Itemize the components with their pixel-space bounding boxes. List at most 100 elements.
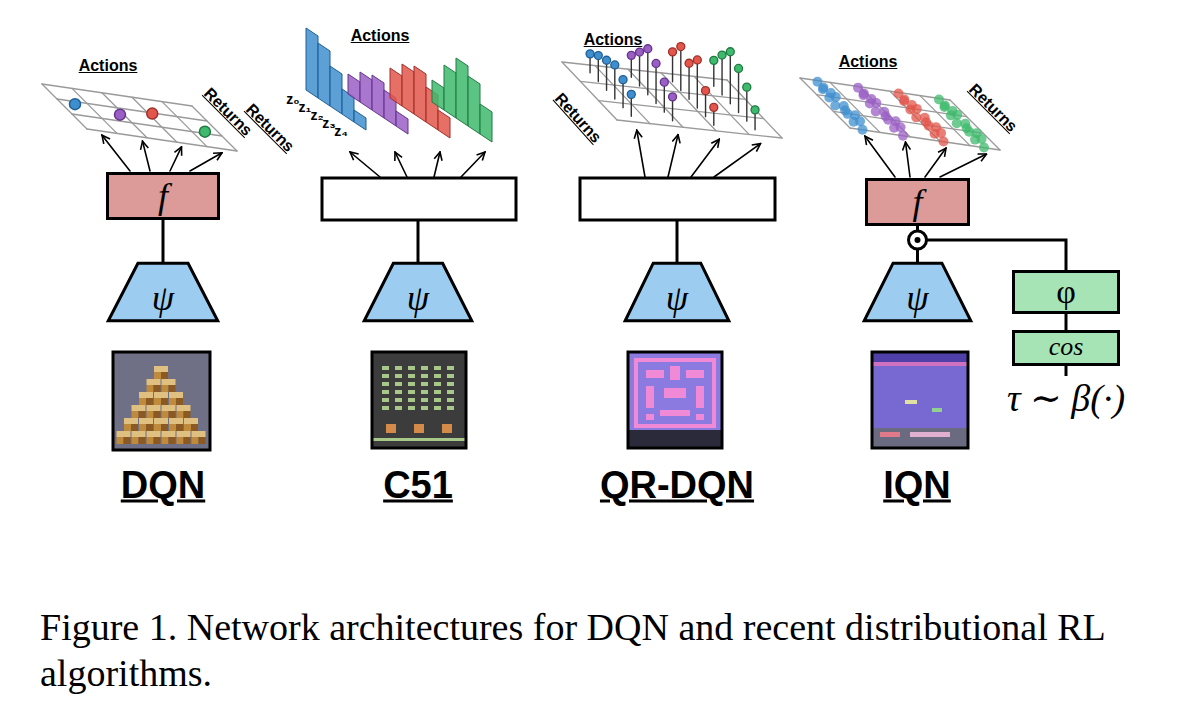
cube-side xyxy=(169,398,176,405)
cube-side xyxy=(184,424,191,431)
trapezoid-fill xyxy=(625,263,729,321)
histogram-bar xyxy=(390,68,402,106)
histogram-bar xyxy=(438,110,450,138)
sample-dot xyxy=(896,122,906,132)
cube-top xyxy=(177,431,191,437)
invader xyxy=(447,406,454,410)
bin-label: z₄ xyxy=(334,123,348,139)
grid-line xyxy=(72,88,117,133)
output-arrow xyxy=(461,152,485,177)
bunker xyxy=(414,424,424,433)
game-screen xyxy=(372,352,466,448)
maze-wall xyxy=(634,358,638,428)
cube-side xyxy=(192,437,199,444)
cube-top xyxy=(162,405,176,411)
quantile-stem xyxy=(738,68,739,112)
quantile-dot xyxy=(726,48,734,56)
invader xyxy=(421,374,428,378)
maze-wall xyxy=(696,414,704,420)
cube-top xyxy=(139,392,153,398)
sprite xyxy=(932,408,942,412)
quantile-dot xyxy=(710,56,718,64)
cube-top xyxy=(154,392,168,398)
cube-top xyxy=(162,431,176,437)
cube-side xyxy=(139,437,146,444)
output-arrow xyxy=(102,135,130,171)
encoder-trapezoid: ψ xyxy=(623,262,731,322)
quantile-dot xyxy=(735,64,743,72)
histogram-bar xyxy=(444,65,456,118)
axis-label: Actions xyxy=(839,53,898,71)
quantile-stem xyxy=(639,52,640,86)
maze-wall xyxy=(664,388,686,398)
quantile-dot xyxy=(710,103,718,111)
output-arrow xyxy=(434,152,440,177)
maze-wall xyxy=(696,386,704,408)
histogram-bar xyxy=(318,43,330,106)
status-bar xyxy=(910,432,950,437)
bin-label: z₀ xyxy=(286,91,299,107)
cube-side xyxy=(169,424,176,431)
sample-dot xyxy=(898,131,908,141)
quantile-dot xyxy=(702,87,710,95)
axis-label: Actions xyxy=(79,57,138,75)
bunker xyxy=(442,424,452,433)
grid-line xyxy=(617,120,782,138)
quantile-dot xyxy=(751,106,759,114)
encoder-trapezoid: ψ xyxy=(106,262,220,322)
maze-wall xyxy=(670,366,680,380)
grid-line xyxy=(57,99,207,121)
invader xyxy=(434,390,441,394)
cube-side xyxy=(177,411,184,418)
quantile-stem xyxy=(647,49,648,95)
output-arrow xyxy=(865,136,895,177)
invader xyxy=(447,366,454,370)
cube-side xyxy=(147,385,154,392)
function-box: f xyxy=(865,178,970,226)
trapezoid-fill xyxy=(364,263,472,321)
quantile-dot xyxy=(586,50,594,58)
output-arrow xyxy=(714,144,761,177)
quantile-stem xyxy=(721,55,722,95)
invader xyxy=(382,366,389,370)
plots xyxy=(42,28,1000,450)
node-symbol: ψ xyxy=(152,277,174,319)
grid-line xyxy=(920,96,970,146)
quantile-dot xyxy=(677,43,685,51)
cube-top xyxy=(132,405,146,411)
quantile-dot xyxy=(611,61,619,69)
cube-top xyxy=(184,418,198,424)
cube-side xyxy=(139,398,146,405)
invader xyxy=(382,398,389,402)
invader xyxy=(382,406,389,410)
quantile-stem xyxy=(697,60,698,108)
cube-side xyxy=(199,437,206,444)
quantile-stem xyxy=(730,52,731,104)
invader xyxy=(382,390,389,394)
bunker xyxy=(386,424,396,433)
maze-wall xyxy=(660,410,690,416)
axis-label: Actions xyxy=(351,27,410,45)
invader xyxy=(447,374,454,378)
grid-line xyxy=(890,91,940,141)
quantile-dot xyxy=(743,83,751,91)
cube-side xyxy=(131,424,138,431)
algorithm-name: QR-DQN xyxy=(600,464,754,507)
quantile-stem xyxy=(746,87,747,121)
node-symbol: f xyxy=(158,175,168,217)
cube-side xyxy=(161,372,168,379)
maze-wall xyxy=(712,358,716,428)
quantile-dot xyxy=(627,51,635,59)
cube-side xyxy=(161,398,168,405)
connector xyxy=(1065,314,1068,330)
maze-wall xyxy=(646,370,664,378)
algorithm-name: C51 xyxy=(383,464,453,507)
quantile-stem xyxy=(688,63,689,99)
cube-top xyxy=(132,431,146,437)
axis-label: Actions xyxy=(584,31,643,49)
sample-dot xyxy=(936,128,946,138)
sea-floor xyxy=(872,428,968,448)
invader xyxy=(447,382,454,386)
invader xyxy=(408,374,415,378)
embedding-box: φ xyxy=(1012,270,1120,314)
